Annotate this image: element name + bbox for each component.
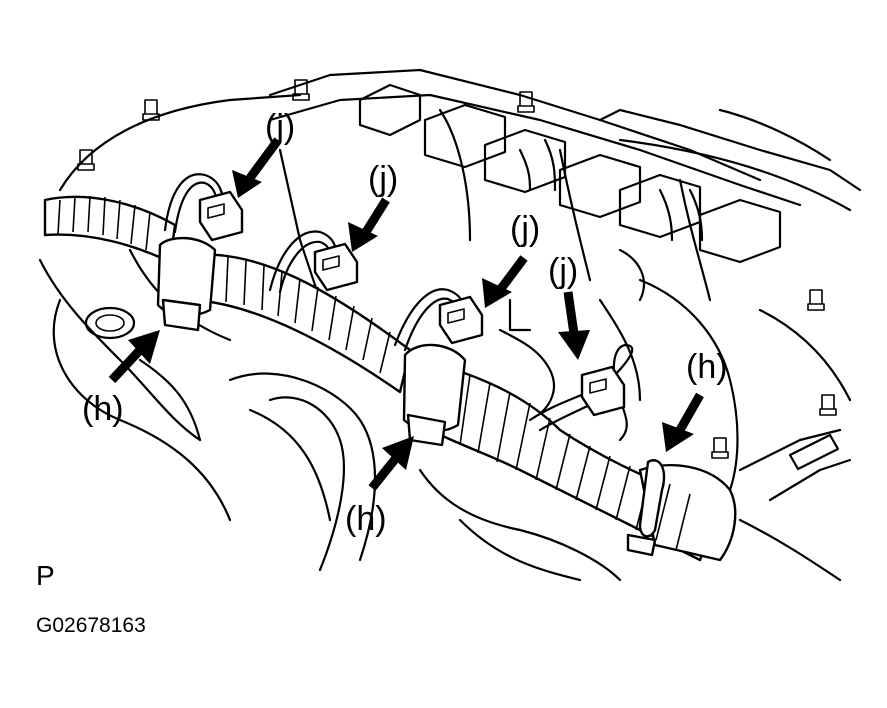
injector-connectors bbox=[198, 190, 626, 417]
view-letter: P bbox=[36, 560, 55, 591]
arrow-j-2 bbox=[348, 197, 390, 252]
callout-labels: (j) (j) (j) (j) (h) (h) (h) bbox=[82, 108, 728, 538]
harness-clamp-2 bbox=[402, 343, 467, 447]
harness-clamp-3 bbox=[626, 459, 666, 557]
callout-j-1: (j) bbox=[265, 108, 295, 146]
stud-bolts bbox=[77, 79, 837, 459]
engine-background bbox=[38, 68, 862, 582]
callout-j-2: (j) bbox=[368, 160, 398, 198]
tube-ribs bbox=[57, 195, 691, 551]
figure-id: G02678163 bbox=[36, 614, 146, 637]
callout-h-3: (h) bbox=[686, 348, 728, 386]
callout-j-4: (j) bbox=[548, 252, 578, 290]
arrow-h-1 bbox=[108, 330, 160, 384]
callout-j-3: (j) bbox=[510, 210, 540, 248]
arrow-j-3 bbox=[482, 255, 528, 308]
arrow-j-4 bbox=[558, 291, 590, 360]
callout-h-2: (h) bbox=[345, 500, 387, 538]
wire-harness bbox=[43, 173, 737, 562]
arrow-h-3 bbox=[662, 392, 704, 452]
callout-h-1: (h) bbox=[82, 390, 124, 428]
arrow-h-2 bbox=[368, 436, 414, 491]
arrows bbox=[108, 137, 704, 491]
harness-clamp-1 bbox=[156, 236, 217, 332]
ignition-coils bbox=[358, 83, 782, 264]
arrow-j-1 bbox=[232, 137, 282, 198]
